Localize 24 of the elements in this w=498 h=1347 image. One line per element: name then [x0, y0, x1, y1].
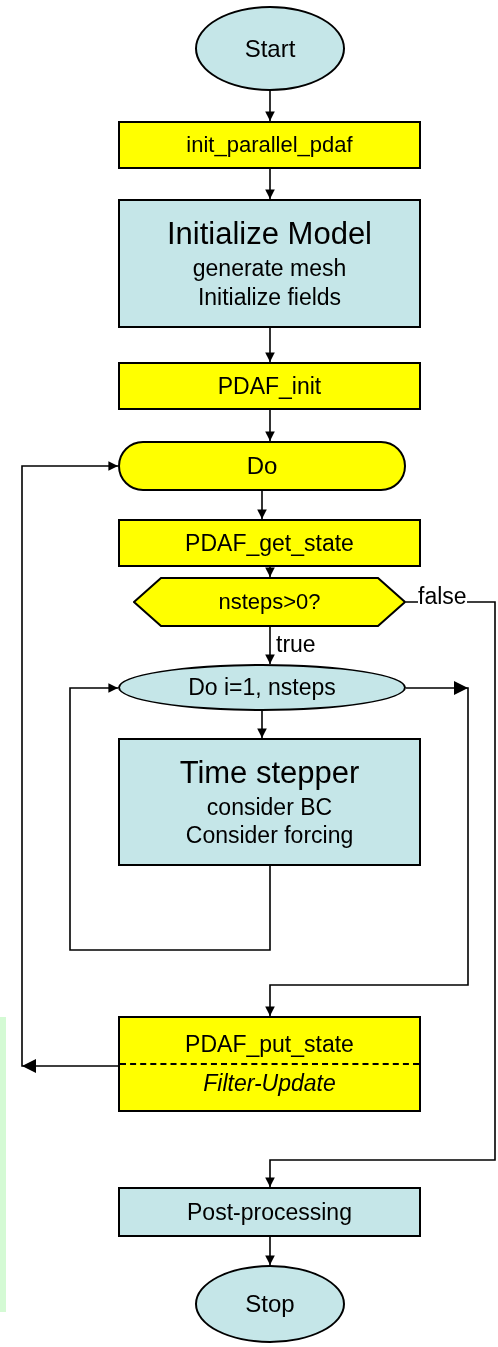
- box-text: consider BC Consider forcing: [184, 792, 355, 851]
- box-text: generate mesh Initialize fields: [191, 254, 348, 312]
- box-text: PDAF_get_state: [185, 528, 354, 558]
- box-heading: Time stepper: [179, 753, 360, 792]
- box-text: Do i=1, nsteps: [188, 673, 336, 702]
- process-box: [118, 121, 421, 169]
- box-text: Filter-Update: [120, 1063, 419, 1098]
- box-text: PDAF_init: [217, 371, 322, 401]
- process-box: [118, 1187, 421, 1237]
- box-text: nsteps>0?: [218, 588, 321, 616]
- box-text: Stop: [245, 1289, 295, 1319]
- process-box: [118, 362, 421, 410]
- box-heading: PDAF_put_state: [185, 1030, 354, 1060]
- process-box: [118, 738, 421, 866]
- box-text: Do: [246, 451, 278, 481]
- box-text: Post-processing: [187, 1197, 352, 1227]
- box-text: Start: [244, 33, 296, 64]
- process-box: [118, 1016, 421, 1112]
- loop-start-terminal: [118, 441, 406, 491]
- box-text: init_parallel_pdaf: [186, 131, 353, 159]
- process-box: [118, 199, 421, 328]
- box-heading: Initialize Model: [166, 215, 372, 254]
- process-box: [118, 519, 421, 567]
- decision-hexagon: [133, 577, 406, 627]
